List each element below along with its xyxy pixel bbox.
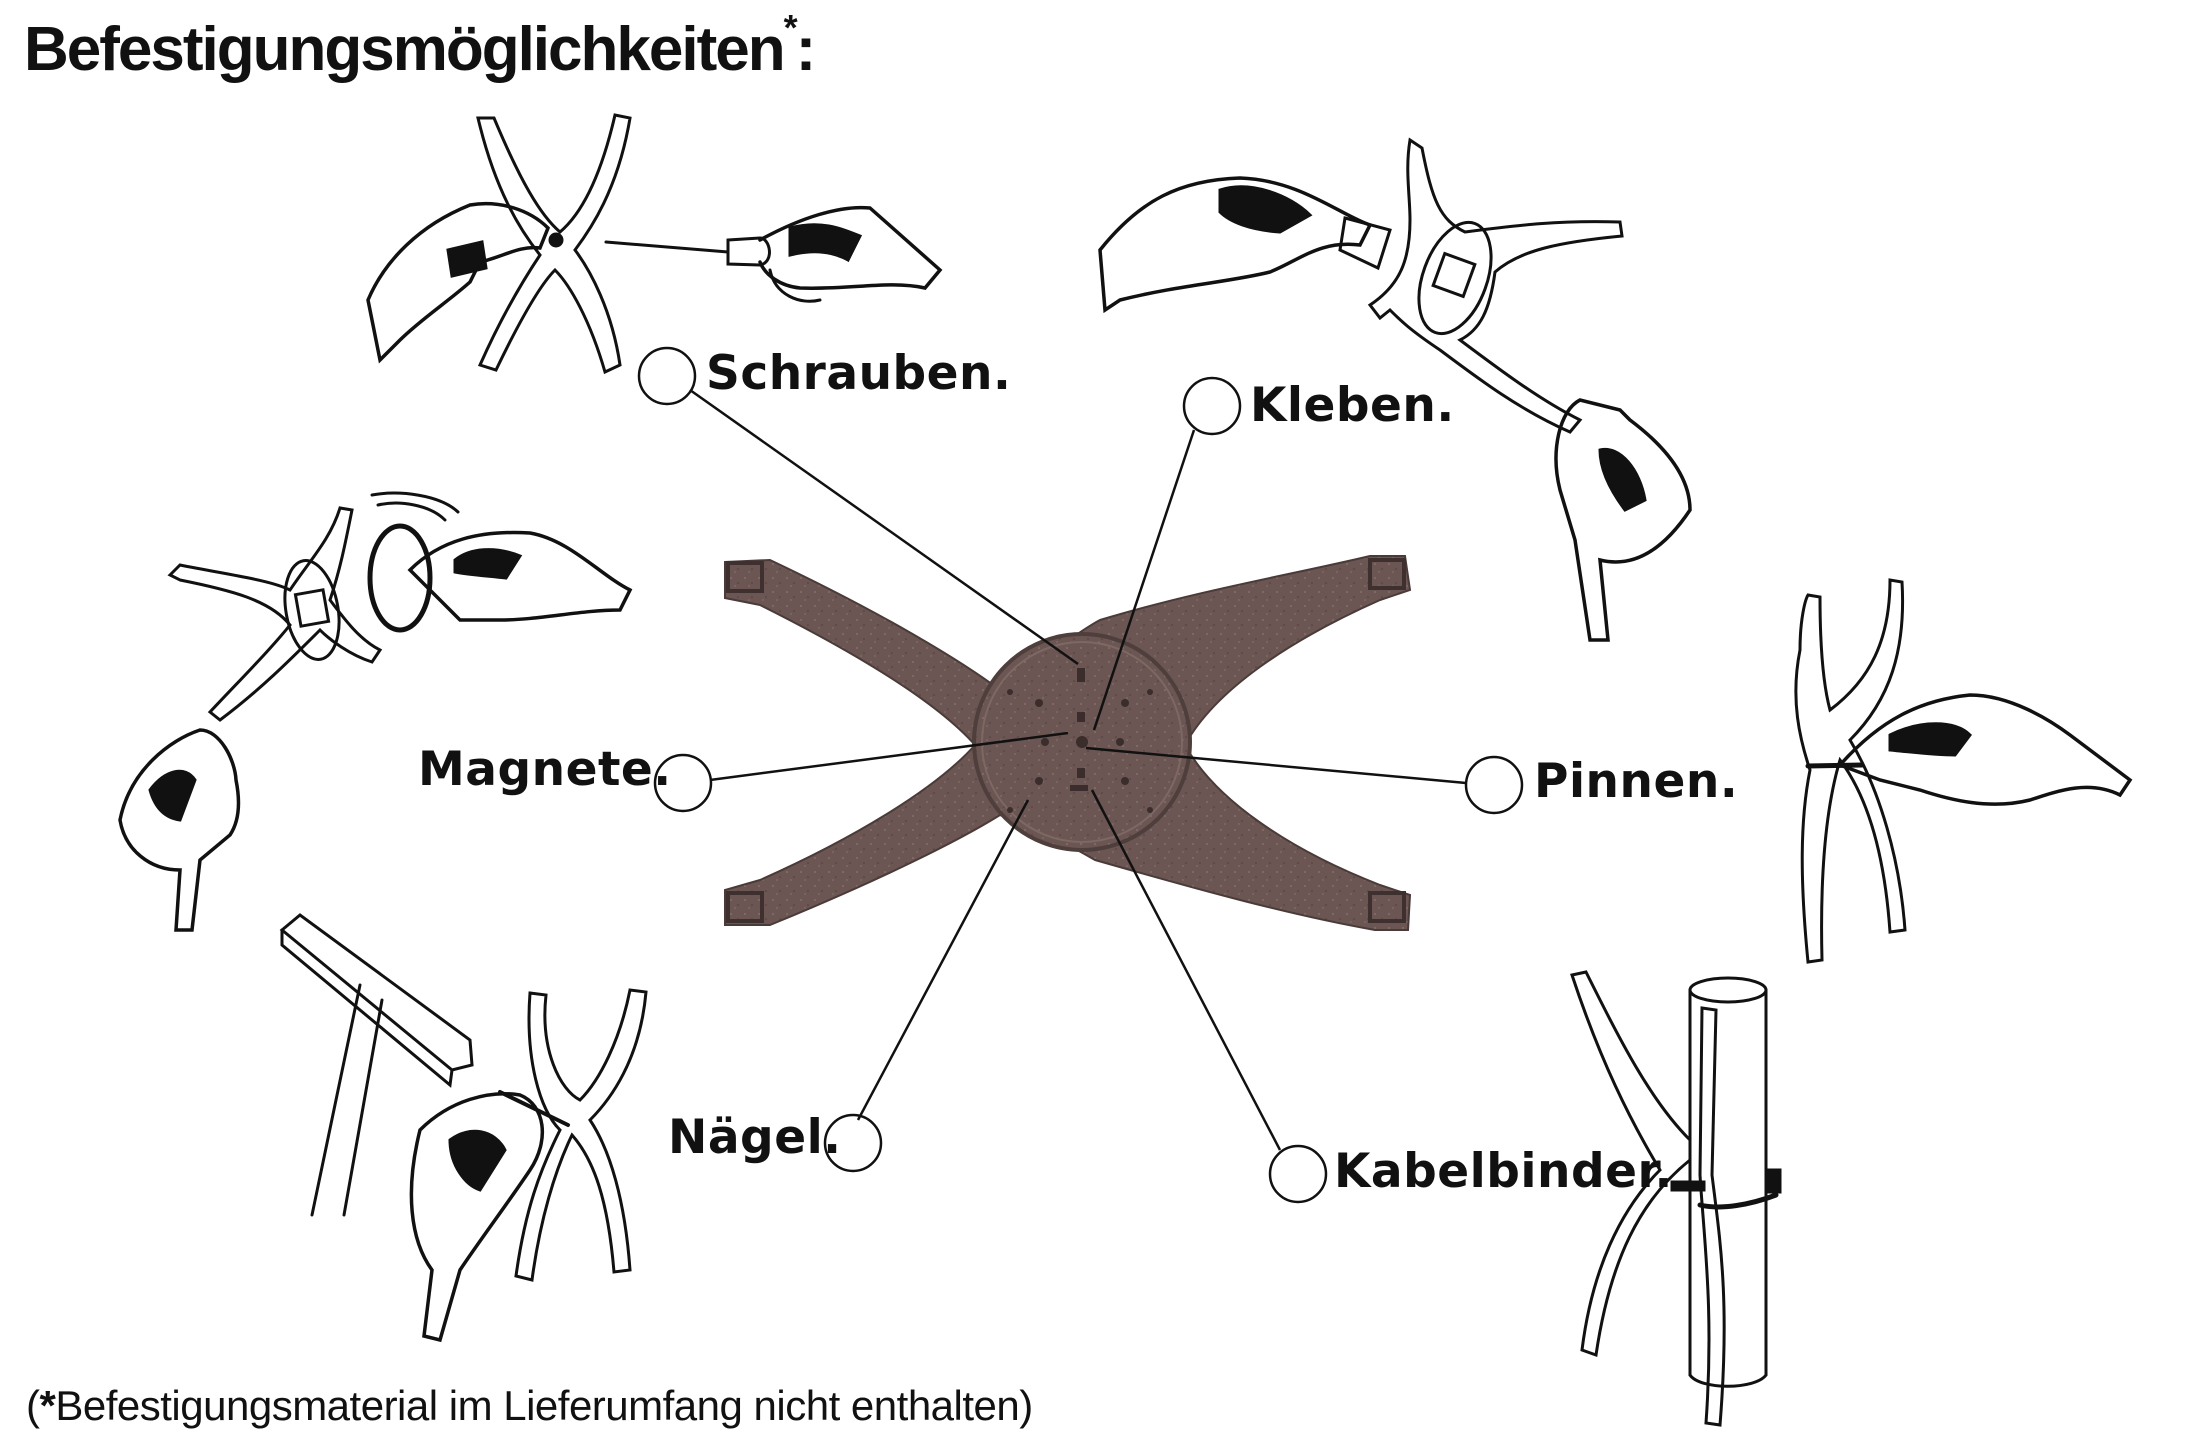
connector-nails [856,799,1030,1121]
title-text: Befestigungsmöglichkeiten [24,15,786,84]
screws-illustration [366,113,943,375]
marker-cable-ties [1268,1144,1328,1204]
connector-glue [1092,429,1196,731]
title-colon: : [795,15,817,84]
label-pins: Pinnen. [1534,754,1739,809]
connector-pins [1085,746,1467,785]
label-glue: Kleben. [1250,378,1455,433]
label-nails: Nägel. [668,1110,842,1165]
connector-magnets [709,731,1069,782]
nails-illustration [279,913,648,1343]
footnote-open: ( [26,1382,40,1429]
footnote-asterisk: * [39,1382,56,1429]
marker-screws [637,346,697,406]
marker-pins [1464,755,1524,815]
connector-screws [689,388,1079,666]
footnote: (*Befestigungsmaterial im Lieferumfang n… [26,1382,1033,1430]
cable-ties-illustration [1570,970,1782,1427]
pins-illustration [1794,578,2133,964]
label-screws: Schrauben. [706,346,1012,401]
magnets-illustration [118,491,633,932]
center-bracket [724,555,1412,931]
label-magnets: Magnete. [418,742,672,797]
label-cable-ties: Kabelbinder. [1334,1144,1673,1199]
footnote-text: Befestigungsmaterial im Lieferumfang nic… [55,1382,1033,1429]
bracket-holes [1007,668,1153,813]
connector-cable-ties [1090,789,1282,1151]
connectors [637,346,1524,1204]
marker-glue [1182,376,1242,436]
marker-magnets [653,753,713,813]
glue-illustration [1098,137,1692,642]
page-title: Befestigungsmöglichkeiten*: [24,7,817,85]
title-asterisk: * [783,7,798,49]
marker-nails [823,1113,883,1173]
